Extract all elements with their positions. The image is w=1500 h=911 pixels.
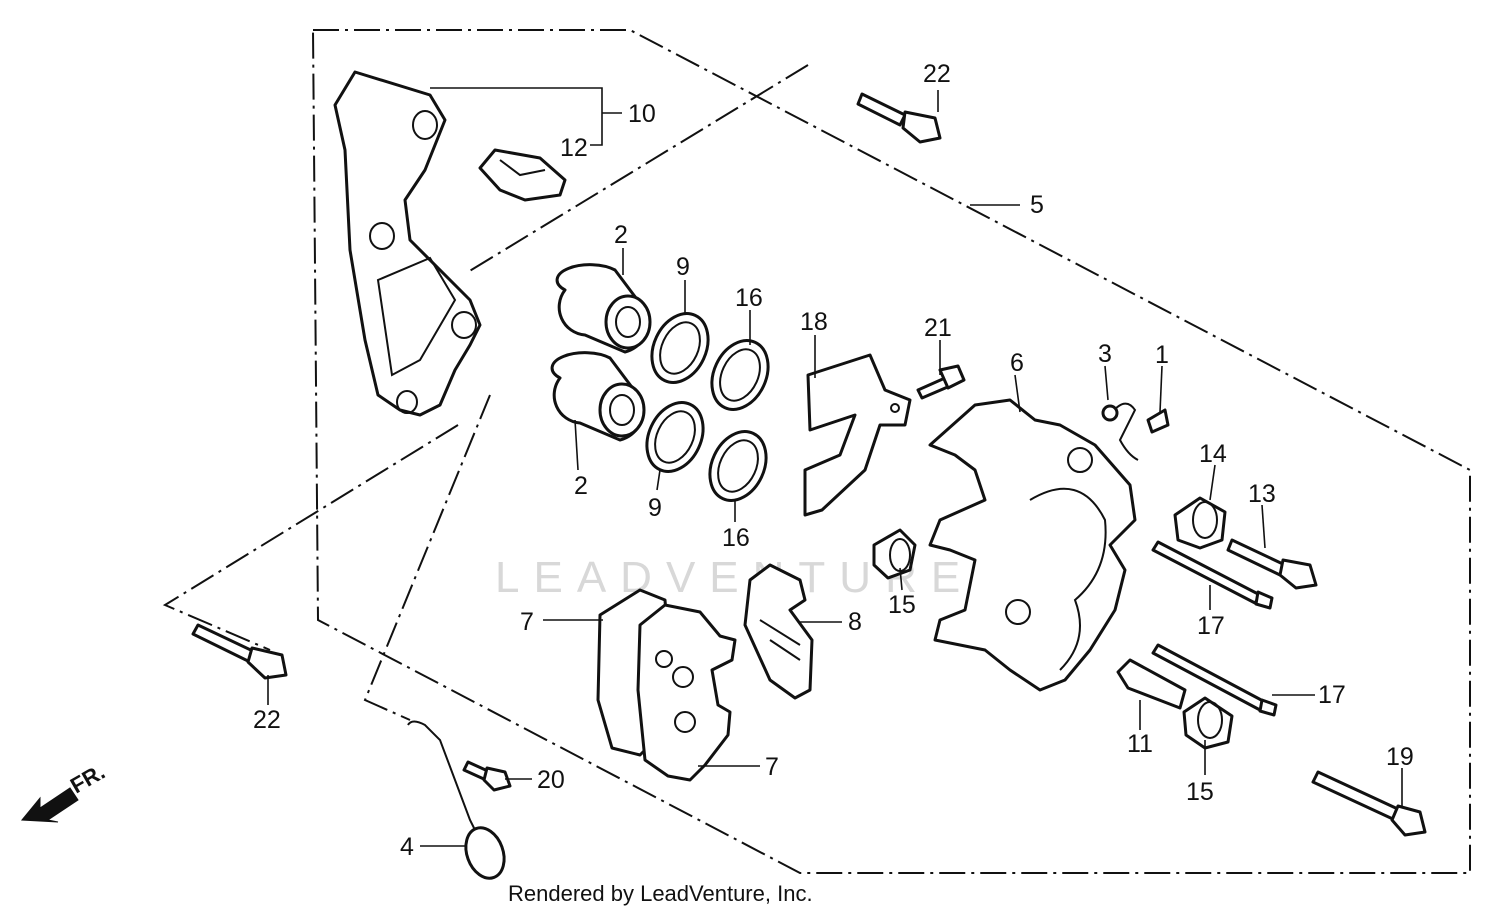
bolt-22-lower [191,623,288,680]
boot-upper [872,528,917,580]
callout-18: 18 [800,308,828,336]
callout-7-upper: 7 [520,608,534,636]
callout-12: 12 [560,134,588,162]
callout-1: 1 [1155,341,1169,369]
callout-3: 3 [1098,340,1112,368]
callout-2-upper: 2 [614,221,628,249]
callout-6: 6 [1010,349,1024,377]
callout-13: 13 [1248,480,1276,508]
bolt-20 [462,760,512,792]
callout-10: 10 [628,100,656,128]
dust-seal-lower [708,430,768,502]
sensor-outline [363,394,491,721]
callout-16-lower: 16 [722,524,750,552]
callout-11: 11 [1127,730,1153,758]
piston-lower [550,351,646,442]
piston-upper [555,263,652,354]
callout-17-upper: 17 [1197,612,1225,640]
callout-5: 5 [1030,191,1044,219]
piston-seal-lower [645,401,705,473]
footer-credit: Rendered by LeadVenture, Inc. [508,881,813,906]
dust-seal-upper [710,339,770,411]
bleed-bolt [916,364,966,400]
callout-21: 21 [924,314,952,342]
pin-17-upper [1151,540,1274,610]
pad-spring [743,563,814,700]
leader-lines [267,87,1403,847]
brake-pad-front [636,603,737,782]
callout-9-upper: 9 [676,253,690,281]
callout-19: 19 [1386,743,1414,771]
bleeder-screw [1146,408,1170,434]
bolt-13 [1226,538,1318,590]
pad-shim [803,353,912,517]
callout-4: 4 [400,833,414,861]
callout-22-top: 22 [923,60,951,88]
bracket-outline [467,64,809,273]
bolt-19 [1311,770,1427,837]
callout-9-lower: 9 [648,494,662,522]
callout-20: 20 [537,766,565,794]
callout-22-lower: 22 [253,706,281,734]
bleeder-cap [1101,402,1139,461]
bracket-outline-lower [162,424,459,651]
callout-17-lower: 17 [1318,681,1346,709]
arrow-left-down-icon [20,787,79,823]
callout-15-upper: 15 [888,591,916,619]
caliper-body [928,398,1137,692]
callout-7-lower: 7 [765,753,779,781]
callout-16-upper: 16 [735,284,763,312]
speed-sensor-wire [407,720,506,880]
callout-14: 14 [1199,440,1227,468]
bolt-22-top [856,92,942,144]
pin-boot [1173,496,1227,550]
pad-spring-clip [478,148,567,202]
callout-2-lower: 2 [574,472,588,500]
piston-seal-upper [650,312,710,384]
assembly-frame [312,29,1471,874]
callout-8: 8 [848,608,862,636]
boot-lower [1182,696,1234,750]
caliper-bracket [333,70,482,417]
pin-sleeve [1116,658,1187,710]
pin-17-lower [1151,643,1278,717]
callout-15-lower: 15 [1186,778,1214,806]
